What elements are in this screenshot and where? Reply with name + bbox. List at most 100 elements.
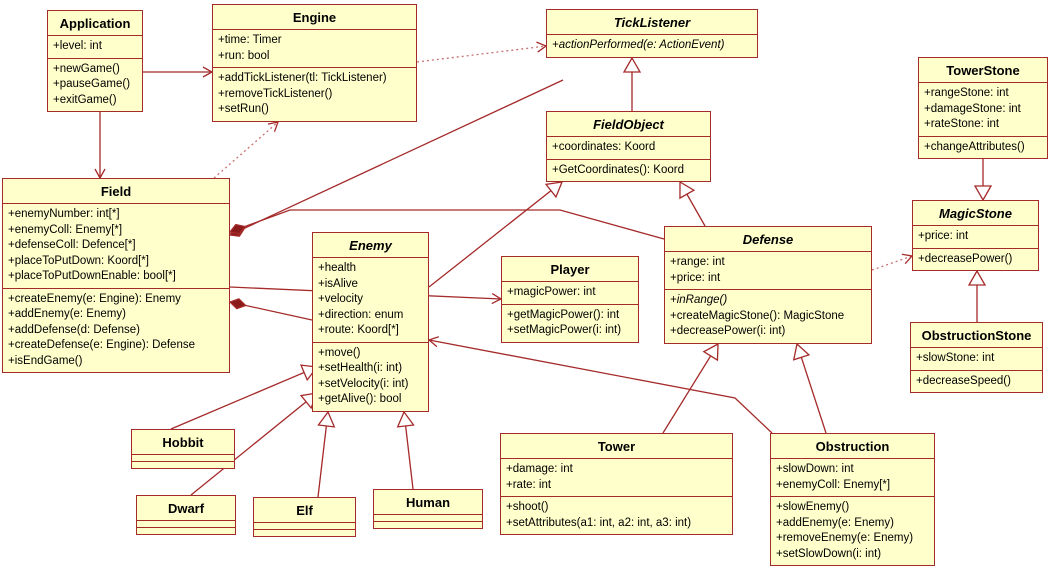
class-ticklistener: TickListener +actionPerformed(e: ActionEv… bbox=[546, 9, 758, 58]
class-name: Engine bbox=[292, 10, 337, 25]
class-hobbit: Hobbit bbox=[131, 429, 235, 469]
operations-compartment bbox=[374, 521, 482, 528]
operation: +addTickListener(tl: TickListener) bbox=[218, 72, 387, 84]
attributes-compartment: +health+isAlive+velocity+direction: enum… bbox=[313, 257, 428, 342]
attribute: +placeToPutDownEnable: bool[*] bbox=[8, 270, 176, 282]
operation: +slowEnemy() bbox=[776, 501, 850, 513]
class-name: Defense bbox=[742, 232, 794, 247]
attribute: +price: int bbox=[670, 271, 721, 284]
field-ticklistener-composition bbox=[229, 79, 564, 236]
class-player: Player +magicPower: int +getMagicPower(): … bbox=[501, 256, 639, 343]
operations-compartment: +newGame()+pauseGame()+exitGame() bbox=[48, 57, 142, 112]
class-obstructionstone: ObstructionStone+slowStone: int+decrease… bbox=[910, 322, 1043, 393]
attributes-compartment bbox=[137, 520, 235, 527]
attribute: +magicPower: int bbox=[507, 286, 596, 298]
attributes-compartment: +damage: int+rate: int bbox=[501, 458, 732, 496]
operation: +pauseGame() bbox=[53, 78, 131, 90]
class-name: Field bbox=[100, 184, 132, 199]
class-application: Application+level: int+newGame()+pauseGa… bbox=[47, 10, 143, 112]
obstruction-enemy-association bbox=[428, 339, 773, 434]
class-name: Player bbox=[550, 262, 590, 277]
operation: +GetCoordinates(): Koord bbox=[552, 163, 684, 176]
enemy-fieldobject-generalization-arrowhead bbox=[544, 181, 564, 199]
operation: +changeAttributes() bbox=[924, 140, 1025, 153]
class-name: Human bbox=[405, 495, 451, 510]
attributes-compartment: +time: Timer +run: bool bbox=[213, 29, 416, 67]
operation: +getMagicPower(): int bbox=[507, 308, 620, 321]
operation: +addDefense(d: Defense) bbox=[8, 323, 141, 336]
attributes-compartment bbox=[374, 514, 482, 521]
obstruction-defense-generalization-arrowhead bbox=[792, 342, 811, 361]
operation: +addEnemy(e: Enemy) bbox=[8, 308, 126, 320]
class-name: Hobbit bbox=[162, 435, 204, 450]
class-towerstone: TowerStone+rangeStone: int+damageStone: … bbox=[918, 57, 1048, 159]
attributes-compartment bbox=[254, 522, 355, 529]
class-name: Tower bbox=[597, 439, 636, 454]
field-engine-dependency-arrowhead bbox=[267, 121, 280, 132]
obstructionstone-magicstone-generalization-arrowhead bbox=[967, 269, 987, 286]
attributes-compartment: +slowDown: int+enemyColl: Enemy[*] bbox=[771, 458, 934, 496]
attribute: +damageStone: int bbox=[924, 102, 1021, 115]
engine-ticklistener-dependency bbox=[416, 45, 547, 63]
field-defense-composition bbox=[229, 209, 665, 240]
enemy-fieldobject-generalization bbox=[428, 181, 563, 288]
tower-defense-generalization-arrowhead bbox=[702, 342, 719, 362]
class-name: Elf bbox=[296, 503, 313, 518]
attribute: +health bbox=[318, 262, 357, 274]
operation: +createEnemy(e: Engine): Enemy bbox=[8, 292, 181, 305]
operation: +setHealth(i: int) bbox=[318, 362, 403, 374]
class-name: MagicStone bbox=[939, 206, 1012, 221]
attribute: +route: Koord[*] bbox=[318, 324, 399, 336]
class-name: Obstruction bbox=[815, 439, 890, 454]
operation: +createDefense(e: Engine): Defense bbox=[8, 339, 195, 351]
attribute: +coordinates: Koord bbox=[552, 141, 656, 153]
attribute: +enemyColl: Enemy[*] bbox=[776, 478, 891, 491]
operation: +shoot() bbox=[506, 501, 549, 513]
class-name: TickListener bbox=[613, 15, 691, 30]
operation: +setMagicPower(i: int) bbox=[507, 324, 622, 336]
defense-magicstone-dependency bbox=[871, 255, 913, 271]
class-fieldobject: FieldObject+coordinates: Koord+GetCoordi… bbox=[546, 111, 711, 182]
operations-compartment: +decreaseSpeed() bbox=[911, 369, 1042, 393]
operations-compartment: +move()+setHealth(i: int)+setVelocity(i:… bbox=[313, 341, 428, 411]
defense-magicstone-dependency-arrowhead bbox=[901, 253, 914, 265]
operation: +createMagicStone(): MagicStone bbox=[670, 309, 845, 322]
class-field: Field +enemyNumber: int[*]+enemyColl: Ene… bbox=[2, 178, 230, 373]
elf-enemy-generalization-arrowhead bbox=[317, 410, 336, 428]
human-enemy-generalization-arrowhead bbox=[396, 410, 415, 428]
attributes-compartment: +enemyNumber: int[*]+enemyColl: Enemy[*]… bbox=[3, 203, 229, 288]
class-enemy: Enemy +health+isAlive+velocity+direction:… bbox=[312, 232, 429, 412]
class-tower: Tower +damage: int+rate: int+shoot()+setA… bbox=[500, 433, 733, 535]
obstruction-enemy-association-arrowhead bbox=[427, 336, 439, 348]
attribute: +range: int bbox=[670, 256, 725, 268]
attribute: +rangeStone: int bbox=[924, 87, 1009, 99]
operations-compartment: +shoot()+setAttributes(a1: int, a2: int,… bbox=[501, 496, 732, 534]
field-defense-composition-diamond bbox=[228, 223, 247, 235]
operation: +isEndGame() bbox=[8, 354, 83, 367]
field-engine-dependency bbox=[213, 121, 279, 179]
class-defense: Defense +range: int +price: int +inRange() +… bbox=[664, 226, 872, 344]
operation: +actionPerformed(e: ActionEvent) bbox=[552, 39, 725, 51]
attributes-compartment: +slowStone: int bbox=[911, 347, 1042, 370]
class-human: Human bbox=[373, 489, 483, 529]
attributes-compartment: +price: int bbox=[913, 225, 1038, 248]
attribute: +price: int bbox=[918, 230, 969, 242]
class-elf: Elf bbox=[253, 497, 356, 537]
operation: +exitGame() bbox=[53, 93, 117, 106]
operations-compartment bbox=[254, 529, 355, 536]
class-engine: Engine +time: Timer +run: bool +addTickList… bbox=[212, 4, 417, 122]
attribute: +time: Timer bbox=[218, 34, 282, 46]
attributes-compartment: +level: int bbox=[48, 35, 142, 58]
class-name: Enemy bbox=[349, 238, 392, 253]
operation: +inRange() bbox=[670, 294, 728, 306]
attribute: +run: bool bbox=[218, 49, 270, 62]
operation: +decreaseSpeed() bbox=[916, 374, 1011, 387]
operations-compartment: +addTickListener(tl: TickListener)+remov… bbox=[213, 67, 416, 121]
operations-compartment: +createEnemy(e: Engine): Enemy +addEnemy(… bbox=[3, 287, 229, 373]
attributes-compartment: +coordinates: Koord bbox=[547, 136, 710, 159]
operation: +decreasePower() bbox=[918, 252, 1013, 265]
operation: +getAlive(): bool bbox=[318, 393, 402, 405]
towerstone-magicstone-generalization-arrowhead bbox=[973, 185, 993, 202]
attribute: +level: int bbox=[53, 40, 102, 52]
